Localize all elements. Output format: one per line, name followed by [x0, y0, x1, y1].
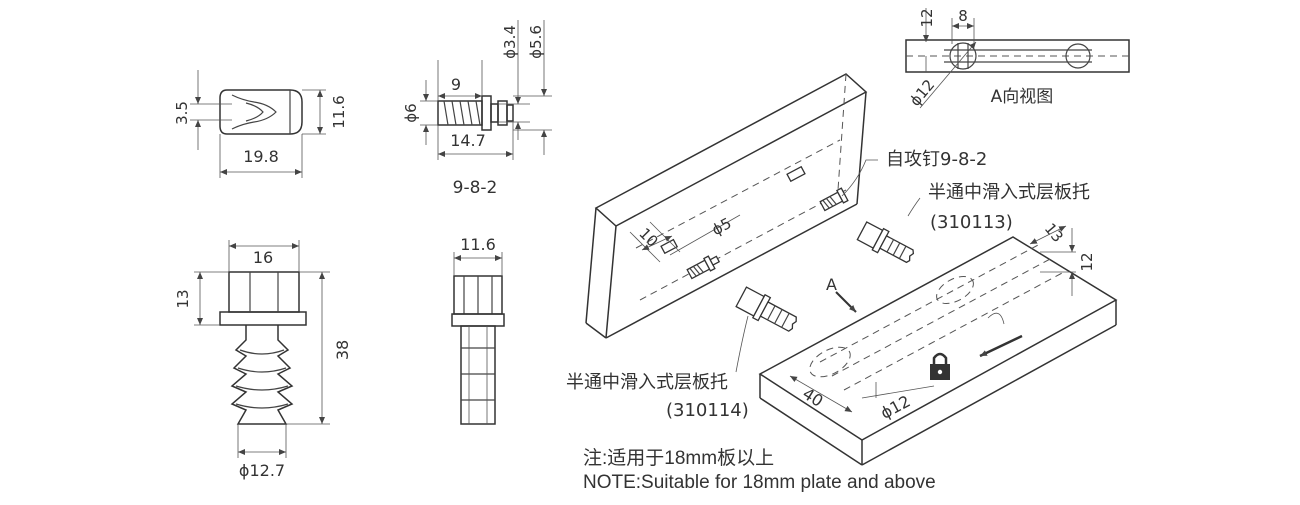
view-a-label: A向视图	[991, 87, 1054, 107]
dim-view-a-w: 8	[958, 7, 968, 25]
note-en: NOTE:Suitable for 18mm plate and above	[583, 472, 936, 493]
dim-shelf-w: 13	[1041, 220, 1067, 246]
view-direction-arrow: A	[826, 275, 857, 313]
dim-screw-d-large: ϕ5.6	[527, 25, 545, 59]
dim-clip-h: 3.5	[173, 101, 191, 125]
dim-screw-d-thread: ϕ6	[402, 103, 420, 122]
dim-side-w: 11.6	[460, 235, 496, 254]
support-lower-iso	[735, 286, 797, 332]
dim-shelf-h: 12	[1078, 252, 1096, 271]
dim-support-d: ϕ12.7	[239, 461, 285, 480]
dim-view-a-h: 12	[918, 8, 936, 27]
label-self-tap-screw: 自攻钉9-8-2	[886, 149, 987, 170]
dim-shelf-d: ϕ12	[877, 391, 913, 422]
view-a: 12 8 ϕ12 A向视图	[905, 7, 1130, 110]
slide-arrow-icon	[979, 334, 1023, 358]
arrow-a-label: A	[826, 275, 837, 294]
note-cn: 注:适用于18mm板以上	[583, 448, 775, 469]
dim-support-w: 16	[253, 248, 273, 267]
dim-panel-d: ϕ5	[709, 214, 735, 239]
dim-screw-thread-len: 9	[451, 75, 461, 94]
dim-screw-d-small: ϕ3.4	[501, 25, 519, 59]
shelf-board: 40 ϕ12 13 12	[758, 220, 1118, 466]
dim-screw-len: 14.7	[450, 131, 486, 150]
support-front-view: 16 13 38 ϕ12.7	[174, 240, 352, 480]
dim-view-a-d: ϕ12	[906, 76, 938, 110]
label-support-lower-code: (310114)	[666, 400, 749, 421]
dim-clip-w: 19.8	[243, 147, 279, 166]
screw-drawing: 9 14.7 ϕ6 ϕ3.4 ϕ5.6 9-8-2	[402, 20, 552, 198]
clip-front-view: 3.5 11.6 19.8	[173, 70, 348, 178]
label-support-lower-name: 半通中滑入式层板托	[566, 372, 728, 393]
dim-support-len: 38	[333, 340, 352, 360]
dim-clip-total-h: 11.6	[330, 95, 348, 128]
callouts: 自攻钉9-8-2 半通中滑入式层板托 (310113) 半通中滑入式层板托 (3…	[566, 149, 1090, 421]
support-side-view: 11.6	[451, 235, 505, 425]
label-support-upper-code: (310113)	[930, 212, 1013, 233]
dim-shelf-depth: 40	[799, 384, 826, 411]
screw-name-label: 9-8-2	[453, 178, 498, 198]
label-support-upper-name: 半通中滑入式层板托	[928, 182, 1090, 203]
side-panel: 10 ϕ5	[585, 73, 868, 339]
dim-support-head-h: 13	[174, 289, 192, 308]
support-upper-iso	[856, 221, 915, 264]
lock-icon	[930, 352, 950, 380]
